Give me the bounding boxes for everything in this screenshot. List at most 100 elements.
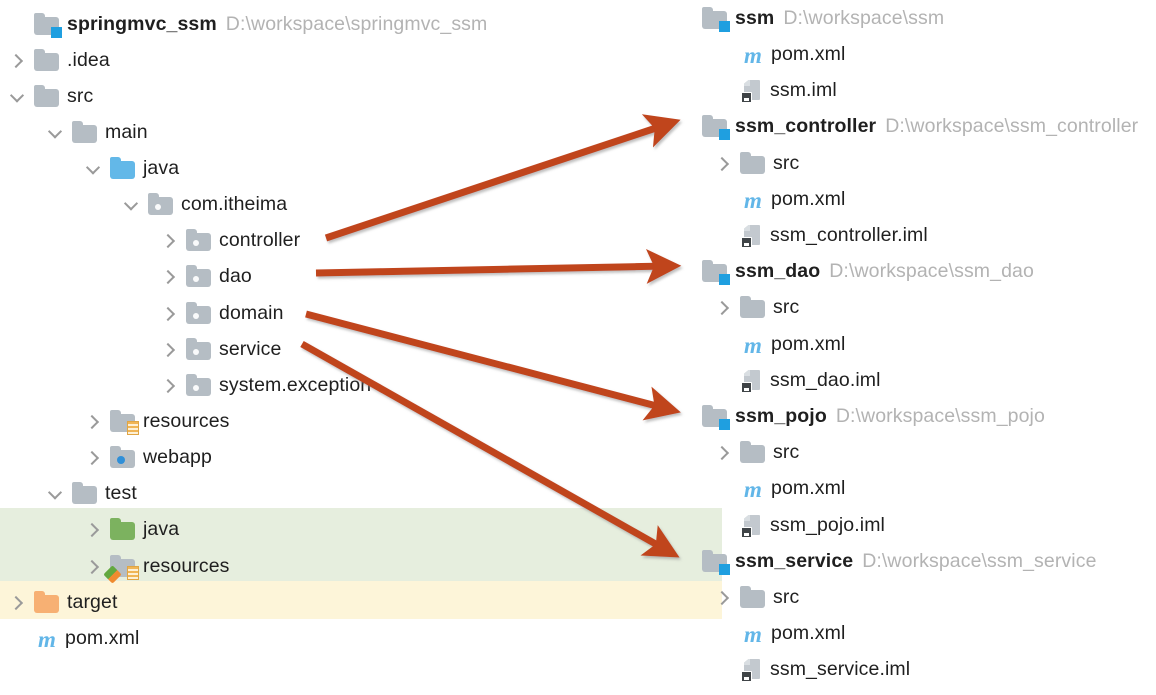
tree-item-path: D:\workspace\ssm_dao: [829, 260, 1034, 283]
maven-pom-icon: m: [38, 626, 56, 652]
tree-row[interactable]: target: [8, 588, 117, 618]
arrow-controller-to-ssm-controller: [324, 114, 681, 242]
tree-item-label: pom.xml: [771, 333, 846, 356]
chevron-right-icon[interactable]: [84, 413, 102, 431]
module-folder-icon: [702, 405, 730, 430]
chevron-placeholder: [676, 263, 694, 281]
tree-row[interactable]: resources: [84, 552, 230, 584]
tree-row[interactable]: src: [714, 583, 799, 613]
module-folder-icon: [702, 115, 730, 140]
tree-row[interactable]: webapp: [84, 443, 212, 473]
chevron-down-icon[interactable]: [84, 160, 102, 178]
tree-row[interactable]: ssm_service.iml: [714, 655, 910, 685]
tree-row[interactable]: dao: [160, 262, 252, 292]
tree-row[interactable]: system.exception: [160, 371, 371, 401]
chevron-right-icon[interactable]: [160, 377, 178, 395]
chevron-right-icon[interactable]: [160, 232, 178, 250]
chevron-right-icon[interactable]: [714, 589, 732, 607]
tree-row[interactable]: com.itheima: [122, 190, 287, 220]
tree-row[interactable]: .idea: [8, 46, 110, 76]
package-icon: [186, 302, 212, 325]
chevron-down-icon[interactable]: [122, 196, 140, 214]
tree-item-label: .idea: [67, 49, 110, 72]
tree-item-label: main: [105, 121, 148, 144]
tree-item-label: resources: [143, 555, 230, 578]
chevron-placeholder: [714, 480, 732, 498]
package-icon: [186, 338, 212, 361]
tree-item-label: pom.xml: [771, 622, 846, 645]
chevron-right-icon[interactable]: [714, 155, 732, 173]
chevron-right-icon[interactable]: [160, 305, 178, 323]
webapp-folder-icon: [110, 446, 136, 469]
tree-item-label: dao: [219, 265, 252, 288]
folder-icon: [72, 121, 98, 144]
tree-row[interactable]: src: [714, 149, 799, 179]
tree-item-label: service: [219, 338, 282, 361]
tree-item-path: D:\workspace\ssm_service: [862, 550, 1097, 573]
chevron-placeholder: [676, 408, 694, 426]
tree-row[interactable]: ssm_dao D:\workspace\ssm_dao: [676, 257, 1034, 287]
chevron-right-icon[interactable]: [84, 449, 102, 467]
chevron-right-icon[interactable]: [84, 521, 102, 539]
package-icon: [148, 193, 174, 216]
tree-item-label: target: [67, 591, 118, 614]
tree-row[interactable]: ssm_pojo.iml: [714, 511, 885, 541]
test-resources-folder-icon: [103, 555, 139, 584]
tree-row[interactable]: main: [46, 118, 148, 148]
chevron-placeholder: [714, 372, 732, 390]
chevron-right-icon[interactable]: [714, 444, 732, 462]
tree-row[interactable]: ssm_controller.iml: [714, 221, 928, 251]
chevron-right-icon[interactable]: [160, 341, 178, 359]
chevron-placeholder: [676, 118, 694, 136]
chevron-placeholder: [714, 661, 732, 679]
tree-item-label: ssm_pojo.iml: [770, 514, 885, 537]
folder-icon: [740, 586, 766, 609]
chevron-down-icon[interactable]: [46, 485, 64, 503]
chevron-right-icon[interactable]: [160, 268, 178, 286]
chevron-down-icon[interactable]: [46, 124, 64, 142]
chevron-right-icon[interactable]: [8, 594, 26, 612]
tree-item-label: src: [773, 152, 800, 175]
tree-row[interactable]: java: [84, 154, 179, 184]
chevron-down-icon[interactable]: [8, 88, 26, 106]
tree-item-label: src: [773, 296, 800, 319]
tree-row[interactable]: ssm.iml: [714, 76, 837, 106]
chevron-placeholder: [8, 630, 26, 648]
tree-row[interactable]: resources: [84, 407, 230, 437]
tree-row[interactable]: src: [714, 438, 799, 468]
tree-row[interactable]: controller: [160, 226, 300, 256]
chevron-right-icon[interactable]: [84, 558, 102, 576]
tree-item-label: controller: [219, 229, 301, 252]
tree-row[interactable]: service: [160, 335, 281, 365]
folder-icon: [740, 296, 766, 319]
tree-row[interactable]: domain: [160, 299, 284, 329]
iml-file-icon: [740, 79, 766, 103]
tree-row[interactable]: ssm_dao.iml: [714, 366, 881, 396]
package-icon: [186, 229, 212, 252]
tree-row[interactable]: test: [46, 479, 137, 509]
tree-item-label: ssm_dao: [735, 260, 821, 283]
tree-item-label: com.itheima: [181, 193, 288, 216]
tree-item-label: src: [773, 586, 800, 609]
chevron-placeholder: [714, 191, 732, 209]
chevron-placeholder: [676, 10, 694, 28]
chevron-right-icon[interactable]: [714, 299, 732, 317]
chevron-right-icon[interactable]: [8, 52, 26, 70]
tree-item-label: springmvc_ssm: [67, 13, 217, 36]
tree-item-label: java: [143, 518, 180, 541]
tree-row[interactable]: java: [84, 515, 179, 545]
tree-row[interactable]: src: [714, 293, 799, 323]
tree-row[interactable]: src: [8, 82, 93, 112]
